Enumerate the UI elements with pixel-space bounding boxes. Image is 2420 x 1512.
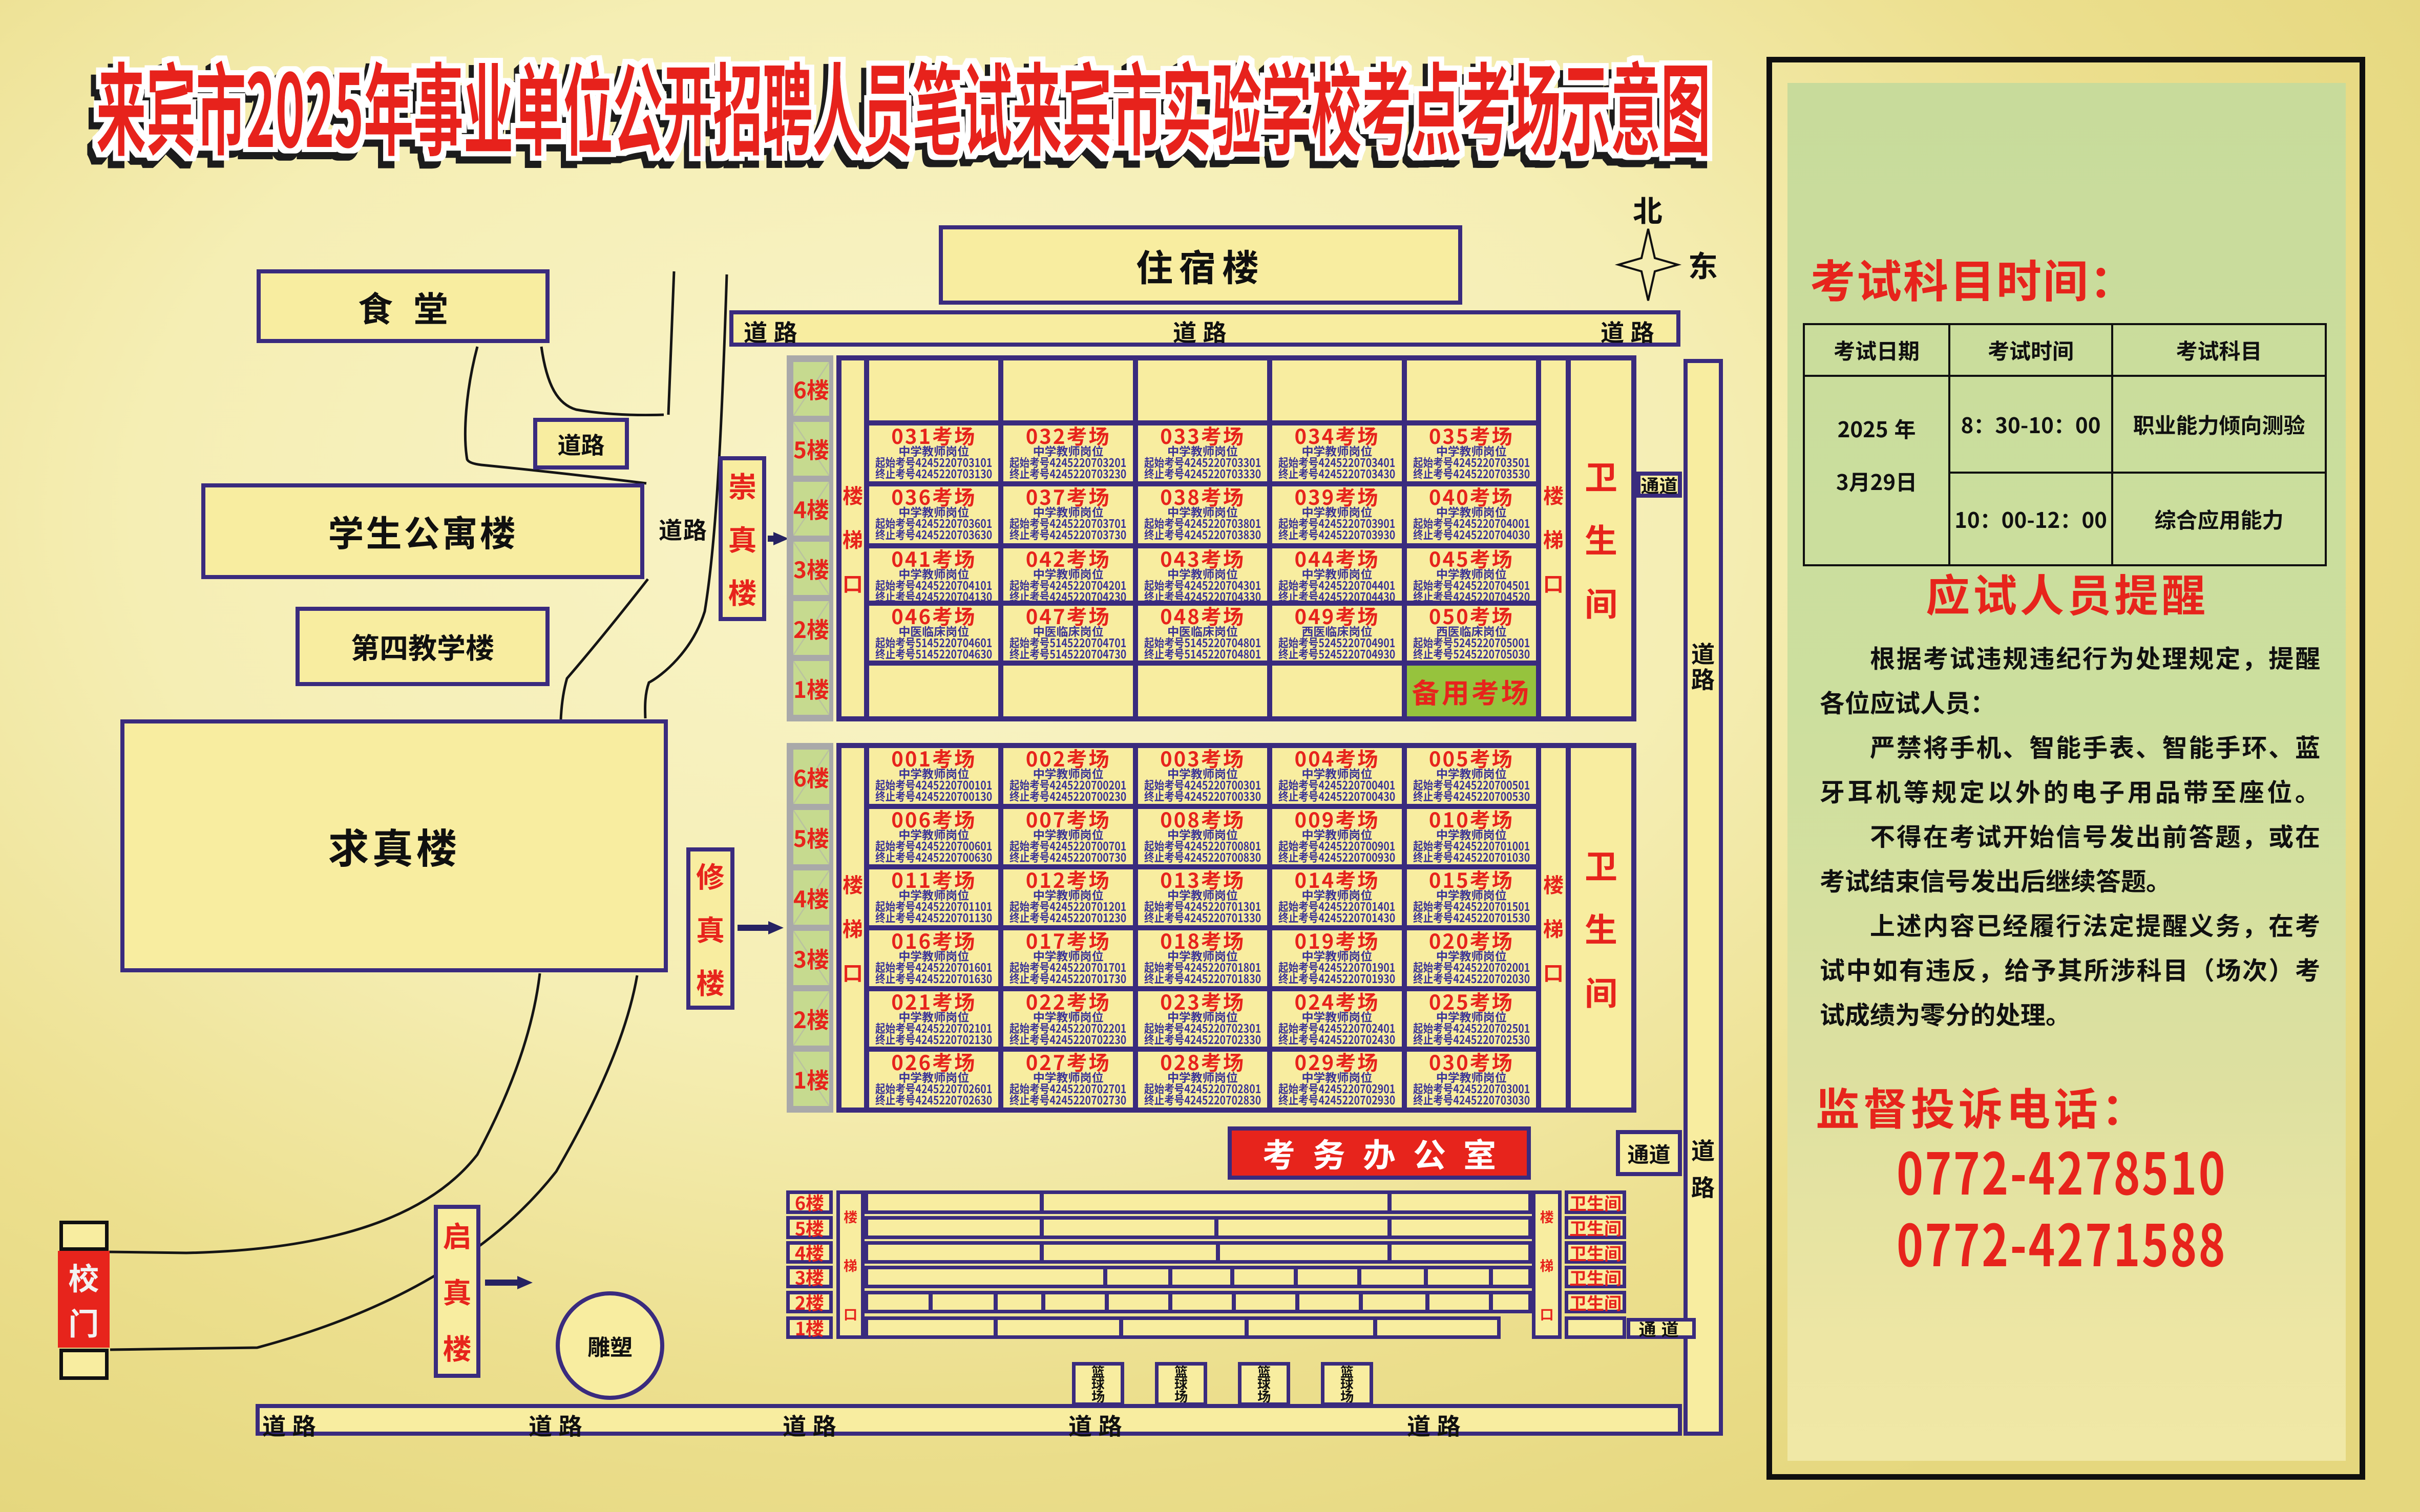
svg-text:来宾市2025年事业单位公开招聘人员笔试来宾市实验学校考点考: 来宾市2025年事业单位公开招聘人员笔试来宾市实验学校考点考场示意图 <box>96 30 1711 176</box>
svg-text:来宾市2025年事业单位公开招聘人员笔试来宾市实验学校考点考: 来宾市2025年事业单位公开招聘人员笔试来宾市实验学校考点考场示意图 <box>96 30 1711 176</box>
